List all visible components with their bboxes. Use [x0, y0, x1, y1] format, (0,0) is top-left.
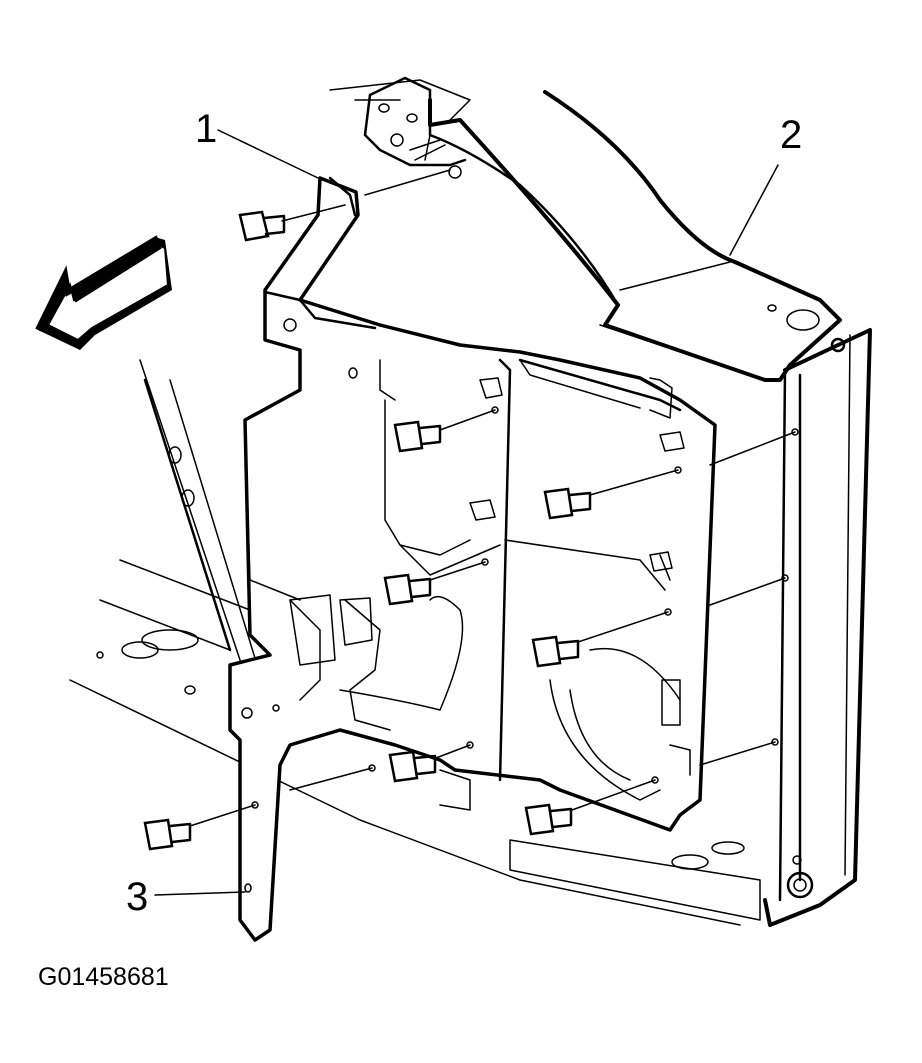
- figure-id: G01458681: [38, 963, 169, 991]
- screw-icon: [543, 469, 679, 520]
- callout-2: 2: [729, 113, 802, 256]
- screw-icon: [383, 561, 486, 606]
- screw-icon: [388, 744, 471, 783]
- screw-icon: [238, 204, 346, 242]
- radiator-support-post: [509, 328, 872, 927]
- vehicle-body-background: [69, 79, 741, 926]
- callout-3-label: 3: [126, 875, 148, 919]
- fasteners: [143, 169, 799, 851]
- screw-icon: [393, 409, 496, 453]
- upper-rail-assembly: [363, 76, 842, 382]
- air-baffle-panel: [228, 176, 717, 942]
- callout-3: 3: [126, 875, 246, 919]
- screw-icon: [524, 779, 656, 836]
- screw-icon: [143, 804, 256, 851]
- callout-1: 1: [195, 107, 319, 179]
- forward-arrow-icon: [35, 235, 172, 350]
- screw-icon: [531, 611, 669, 668]
- callout-2-label: 2: [780, 113, 802, 157]
- callout-1-label: 1: [195, 107, 217, 151]
